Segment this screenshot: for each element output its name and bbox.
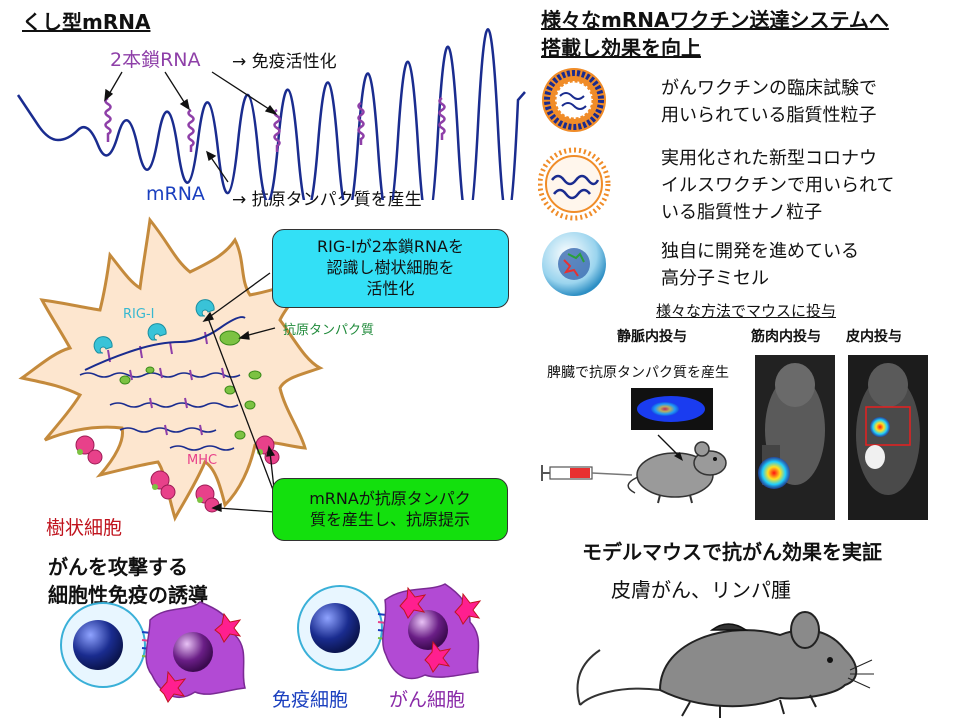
model-mouse-label: 皮膚がん、リンパ腫	[611, 578, 791, 602]
system-1-description: がんワクチンの臨床試験で 用いられている脂質性粒子	[661, 75, 877, 129]
polymer-micelle-icon	[542, 232, 606, 296]
immunity-title-line-2: 細胞性免疫の誘導	[48, 583, 208, 607]
system-3-line-1: 独自に開発を進めている	[661, 241, 859, 262]
model-mouse-diagram	[576, 611, 874, 718]
system-3-line-2: 高分子ミセル	[661, 268, 769, 289]
delivery-systems-title: 様々なmRNAワクチン送達システムへ 搭載し効果を向上	[541, 6, 889, 62]
comb-mrna-title: くし型mRNA	[22, 10, 151, 34]
route-intradermal-label: 皮内投与	[846, 329, 902, 345]
model-mouse-icon	[576, 611, 874, 718]
mrna-callout-line-1: mRNAが抗原タンパク	[309, 489, 471, 508]
comb-mrna-diagram	[16, 28, 526, 200]
system-2-description: 実用化された新型コロナウ イルスワクチンで用いられて いる脂質性ナノ粒子	[661, 145, 894, 226]
immune-cell-2	[297, 585, 383, 671]
immunity-title: がんを攻撃する 細胞性免疫の誘導	[48, 553, 208, 609]
injected-mouse-icon	[627, 441, 727, 504]
system-3-description: 独自に開発を進めている 高分子ミセル	[661, 238, 859, 292]
system-2-line-1: 実用化された新型コロナウ	[661, 148, 877, 169]
route-intravenous-label: 静脈内投与	[617, 329, 687, 345]
rig-i-callout-line-2: 認識し樹状細胞を	[326, 258, 455, 277]
delivery-system-icons	[538, 68, 611, 296]
system-1-line-2: 用いられている脂質性粒子	[661, 105, 877, 126]
system-2-line-2: イルスワクチンで用いられて	[661, 175, 895, 196]
delivery-title-line-1: 様々なmRNAワクチン送達システムへ	[541, 8, 889, 32]
mrna-label: mRNA	[146, 183, 205, 205]
rig-i-callout-line-1: RIG-Iが2本鎖RNAを	[317, 237, 464, 256]
lipid-particle-icon	[542, 68, 606, 132]
administration-diagram	[541, 355, 928, 520]
immune-attack-diagram	[60, 583, 482, 703]
rig-i-receptors	[93, 299, 215, 354]
mrna-callout-line-2: 質を産生し、抗原提示	[309, 510, 470, 529]
mrna-effect-label: → 抗原タンパク質を産生	[232, 190, 422, 210]
syringe-icon	[541, 465, 633, 481]
dendritic-cell-label: 樹状細胞	[46, 517, 123, 539]
administration-title: 様々な方法でマウスに投与	[656, 302, 837, 320]
spleen-label: 脾臓で抗原タンパク質を産生	[547, 365, 729, 381]
dsrna-effect-label: → 免疫活性化	[232, 52, 337, 72]
lipid-nanoparticle-icon	[538, 147, 611, 221]
route-intramuscular-label: 筋肉内投与	[751, 329, 821, 345]
dsrna-label: 2本鎖RNA	[110, 49, 201, 71]
main-mrna-strand	[84, 316, 246, 371]
antigen-protein-label: 抗原タンパク質	[283, 323, 375, 338]
immune-cell-1	[60, 602, 146, 688]
delivery-title-line-2: 搭載し効果を向上	[541, 36, 701, 60]
dsrna-hairpins	[104, 96, 446, 152]
rig-i-callout-line-3: 活性化	[366, 279, 415, 298]
rig-i-callout: RIG-Iが2本鎖RNAを 認識し樹状細胞を 活性化	[272, 229, 509, 308]
cancer-cell-label: がん細胞	[389, 689, 466, 711]
system-2-line-3: いる脂質性ナノ粒子	[661, 202, 823, 223]
dendritic-cell-diagram	[18, 216, 324, 522]
mrna-antigen-callout: mRNAが抗原タンパク 質を産生し、抗原提示	[272, 478, 508, 541]
mhc-label: MHC	[187, 453, 218, 468]
mrna-strand	[16, 28, 526, 200]
system-1-line-1: がんワクチンの臨床試験で	[661, 78, 877, 99]
skin-tumor-mark	[709, 623, 749, 631]
immune-cell-label: 免疫細胞	[272, 689, 349, 711]
rig-i-label: RIG-I	[123, 307, 155, 322]
model-mouse-title: モデルマウスで抗がん効果を実証	[582, 540, 882, 564]
immunity-title-line-1: がんを攻撃する	[48, 555, 188, 579]
antigen-proteins	[119, 330, 262, 440]
